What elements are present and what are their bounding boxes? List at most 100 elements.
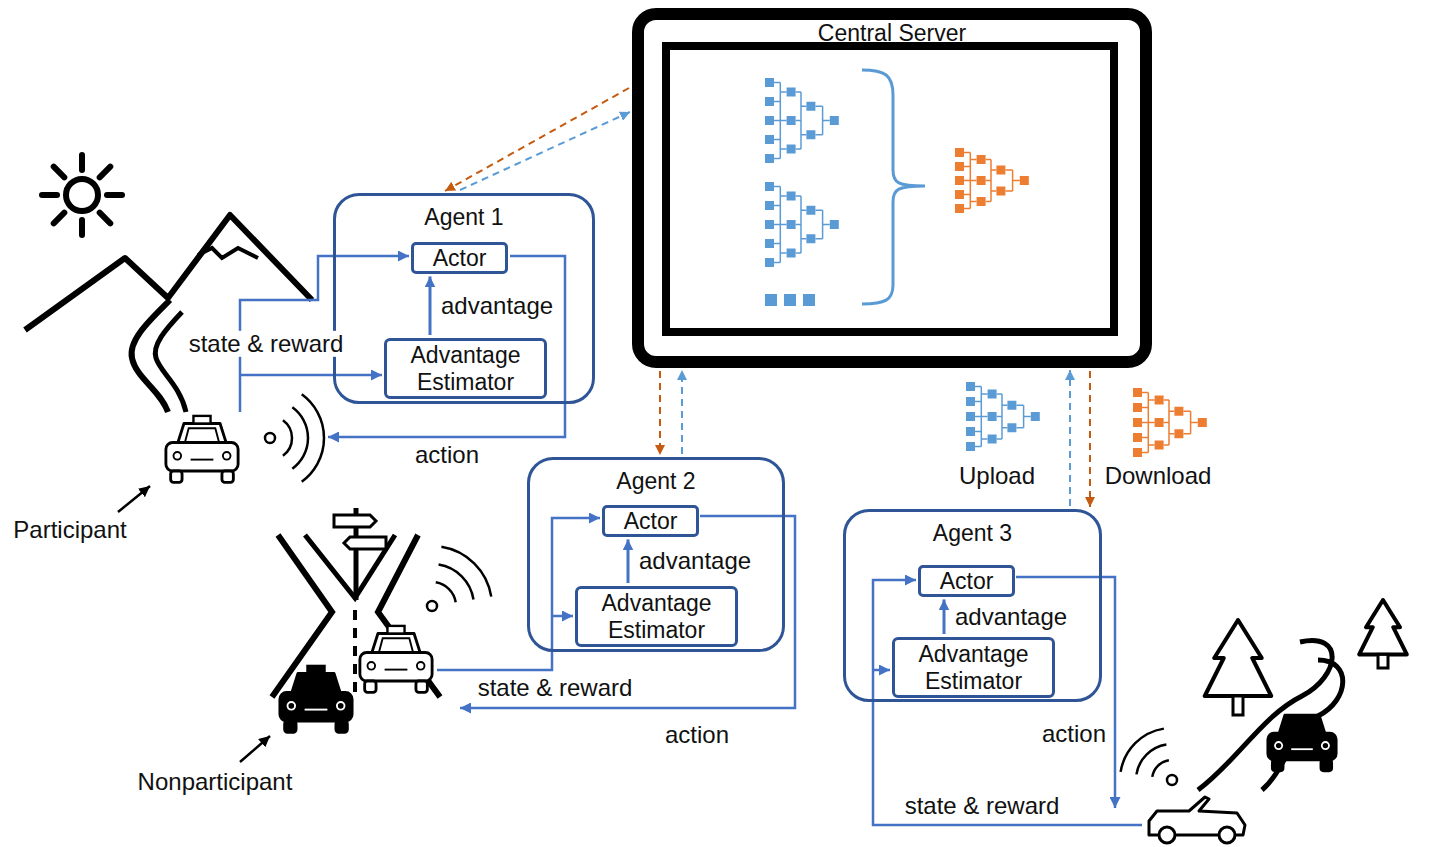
global-model-icon (977, 176, 986, 185)
nonparticipant-car (1268, 733, 1336, 760)
box-label: Advantage Estimator (899, 641, 1048, 694)
local-model-icon (774, 224, 780, 226)
global-model-icon (964, 208, 970, 210)
sun (54, 167, 65, 178)
local-model-icon (774, 82, 780, 84)
download-model-icon (1191, 422, 1198, 424)
local-model-icon (801, 210, 806, 212)
global-model-icon (955, 204, 964, 213)
upload-model-icon (1007, 423, 1016, 432)
local-model-icon (787, 145, 796, 154)
download-model-icon (1142, 437, 1148, 439)
advantage-arrow (429, 276, 432, 335)
more-models-dots (765, 294, 815, 306)
more-models-dots (803, 294, 815, 306)
nonparticipant-car (307, 666, 324, 674)
wireless-signal (441, 547, 491, 597)
advantage-arrow (943, 599, 946, 634)
local-model-icon (765, 78, 774, 87)
wireless-signal (1167, 775, 1177, 785)
local-model-icon (830, 116, 839, 125)
global-model-icon (964, 166, 970, 168)
upload-model-icon (1002, 427, 1007, 429)
wireless-signal (265, 433, 275, 443)
box-label: Advantage Estimator (391, 342, 540, 395)
upload-model-icon (981, 393, 987, 395)
signal-label: state & reward (186, 331, 347, 357)
wireless-signal (292, 407, 308, 468)
edge-label: advantage (952, 604, 1070, 630)
nonparticipant-car (337, 702, 345, 710)
participant-car (166, 443, 238, 472)
nonparticipant-car (285, 721, 296, 732)
winding-road (1262, 660, 1343, 790)
download-model-icon (1142, 452, 1148, 454)
upload-model-icon (981, 416, 987, 418)
participant-car (171, 471, 182, 482)
global-model-icon (977, 197, 986, 206)
signal-label: state & reward (902, 793, 1063, 819)
advantage-estimator-box: Advantage Estimator (575, 586, 738, 647)
local-model-icon (796, 252, 801, 254)
upload-model-icon (1016, 427, 1023, 429)
action-wire (460, 516, 795, 708)
local-model-icon (796, 224, 801, 226)
signpost (344, 537, 386, 549)
actor-box: Actor (918, 565, 1015, 597)
local-model-icon (806, 234, 815, 243)
state-reward-wire (240, 374, 382, 377)
global-model-icon (964, 194, 970, 196)
download-model-icon (1174, 407, 1183, 416)
local-model-icon (801, 238, 806, 240)
local-model-icon (774, 243, 780, 245)
sun (100, 167, 111, 178)
more-models-dots (765, 294, 777, 306)
local-model-icon (774, 101, 780, 103)
download-model-icon (1142, 422, 1148, 424)
server-screen (666, 46, 1114, 332)
model-transfer-arrow (1089, 371, 1091, 507)
wireless-signal (1152, 760, 1169, 777)
download-model-icon (1133, 403, 1142, 412)
advantage-estimator-box: Advantage Estimator (384, 338, 547, 399)
local-model-icon (801, 134, 806, 136)
upload-model-icon (975, 401, 981, 403)
participant-car (1149, 797, 1245, 843)
tree (1205, 620, 1272, 696)
participant-car (193, 416, 210, 424)
sun (79, 155, 85, 170)
sun (100, 213, 111, 224)
participant-car (379, 638, 413, 652)
nonparticipant-car (305, 709, 328, 711)
more-models-dots (784, 294, 796, 306)
global-model-icon (964, 180, 970, 182)
actor-box: Actor (602, 505, 699, 537)
wireless-signal (1121, 729, 1177, 785)
participant-car (1159, 827, 1175, 843)
tree (1233, 696, 1243, 715)
action-wire (328, 256, 565, 437)
upload-model-icon (966, 382, 975, 391)
callout-label: Nonparticipant (135, 769, 296, 795)
global-model-icon (955, 176, 964, 185)
local-model-icon (765, 135, 774, 144)
global-model-icon (955, 162, 964, 171)
wireless-signal (265, 394, 324, 481)
aggregation-brace (862, 70, 925, 304)
server-screen (666, 46, 1114, 332)
local-model-icon (765, 116, 774, 125)
signpost (334, 508, 386, 600)
local-model-icon (787, 192, 796, 201)
local-model-icon (765, 220, 774, 229)
global-model-icon (970, 201, 976, 203)
box-label: Actor (940, 568, 994, 594)
local-model-icon (774, 205, 780, 207)
participant-car (385, 669, 408, 671)
sun (42, 155, 122, 235)
participant-car (166, 416, 238, 483)
box-title: Agent 3 (933, 520, 1012, 546)
download-model-icon (1133, 388, 1142, 397)
local-model-icon (796, 120, 801, 122)
participant-car (191, 459, 214, 461)
